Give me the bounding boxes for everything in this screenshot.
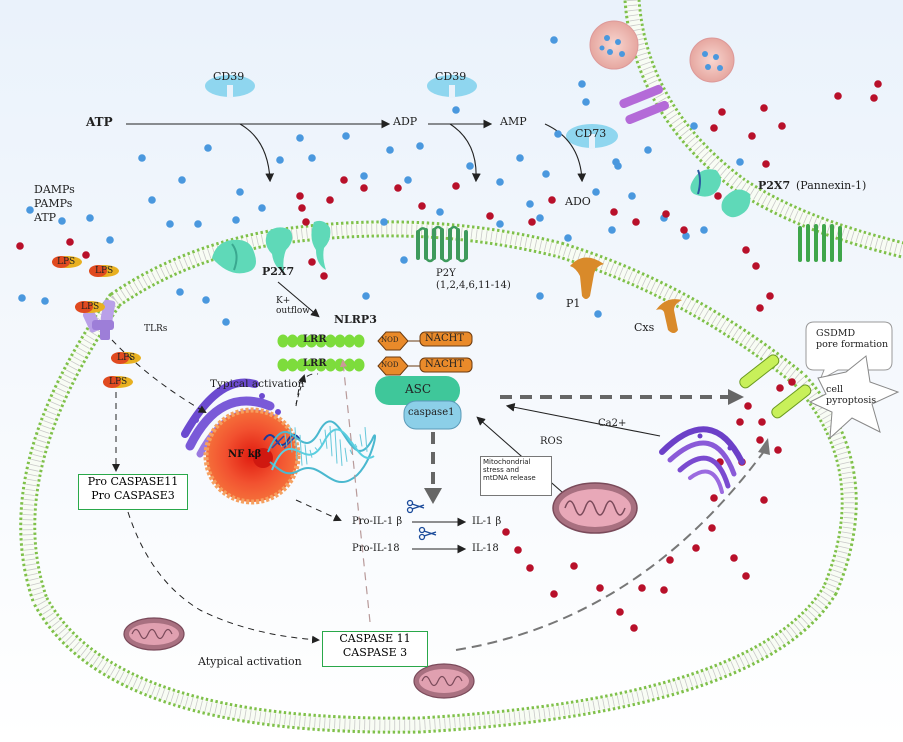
p2x7-label: P2X7: [262, 265, 295, 278]
feedback-arrows: [339, 359, 371, 623]
pro-il1b-label: Pro-IL-1 β: [352, 516, 403, 527]
ca2-label: Ca2+: [598, 418, 627, 429]
cd73-icon: [566, 124, 618, 149]
atypical-activation-label: Atypical activation: [198, 655, 302, 668]
mitochondrial-stress-label: Mitochondrial stress and mtDNA release: [480, 456, 552, 496]
pannexin-label: (Pannexin-1): [796, 179, 867, 192]
mitochondrion-icon: [413, 663, 475, 699]
vesicle-icon: [689, 37, 735, 83]
p2x7-receptor-icon: [690, 169, 751, 218]
nlrp3-label: NLRP3: [334, 313, 377, 326]
nfkb-label: NF kβ: [228, 449, 262, 460]
p1-receptor-icon: [570, 257, 604, 299]
scissors-icon: [406, 499, 425, 514]
damps-label: DAMPs: [34, 183, 75, 196]
pro-il18-label: Pro-IL-18: [352, 543, 400, 554]
p2y-receptor-right-icon: [798, 224, 842, 262]
atp-molecules: [18, 36, 744, 326]
mitochondrion-icon: [552, 482, 638, 534]
lps-label: LPS: [81, 302, 100, 312]
p2x7-receptor-icon: [212, 239, 256, 274]
gsdmd-label: GSDMD pore formation: [816, 328, 889, 350]
il18-label: IL-18: [472, 543, 499, 554]
nacht-label: NACHT: [425, 359, 465, 370]
dna-helix: [267, 420, 376, 483]
pro-caspase-box: Pro CASPASE11 Pro CASPASE3: [78, 474, 188, 510]
connexin-icon: [656, 299, 682, 333]
asc-label: ASC: [405, 382, 432, 396]
adp-label: ADP: [393, 115, 418, 128]
nacht-label: NACHT: [425, 333, 465, 344]
lps-label: LPS: [57, 257, 76, 267]
il1b-label: IL-1 β: [472, 516, 502, 527]
k-outflow-label: K+ outflow: [276, 296, 310, 317]
lrr-domain-icon: [277, 334, 365, 372]
p2x7-right-label: P2X7: [758, 179, 791, 192]
p2y-receptor-icon: [416, 225, 468, 263]
ros-label: ROS: [540, 436, 563, 447]
gsdmd-pore-icon: [739, 354, 812, 419]
pyroptosis-label: cell pyroptosis: [826, 384, 877, 406]
nod-label: NOD: [381, 361, 399, 369]
cd39-label: CD39: [213, 70, 245, 83]
caspase1-label: caspase1: [408, 407, 455, 418]
atp-label: ATP: [34, 211, 57, 224]
nod-label: NOD: [381, 336, 399, 344]
caspase1-shape: [403, 400, 462, 430]
nucleus-icon: [203, 407, 301, 505]
p1-label: P1: [566, 297, 581, 310]
p2x7-subunit-icon: [311, 220, 331, 270]
lrr-label: LRR: [303, 358, 327, 369]
vesicle-icon: [589, 20, 639, 70]
mitochondrion-icon: [123, 617, 185, 651]
lps-label: LPS: [95, 266, 114, 276]
caspase-box: CASPASE 11 CASPASE 3: [322, 631, 428, 667]
lps-label: LPS: [109, 377, 128, 387]
cd39-icon: [205, 75, 255, 98]
gsdmd-callout: [805, 321, 893, 382]
cd73-label: CD73: [575, 127, 607, 140]
amp-label: AMP: [500, 115, 527, 128]
er-icon: [659, 426, 745, 494]
asc-shape: [375, 376, 460, 405]
typical-activation-label: Typical activation: [210, 378, 305, 390]
scissors-icon: [418, 526, 437, 541]
atp-hydrolysis-arrows: [126, 119, 587, 183]
lps-molecules: [52, 256, 141, 388]
lps-label: LPS: [117, 353, 136, 363]
ado-label: ADO: [565, 195, 591, 208]
tlr-receptor-icon: [82, 299, 116, 340]
p2x7-subunit-icon: [265, 227, 293, 272]
atp-label: ATP: [86, 115, 113, 129]
nod-nacht-domains: [377, 331, 473, 376]
tlrs-label: TLRs: [144, 324, 168, 334]
lrr-label: LRR: [303, 334, 327, 345]
cd39-label: CD39: [435, 70, 467, 83]
p2y-label: P2Y (1,2,4,6,11-14): [436, 268, 511, 291]
pyroptosis-burst: [808, 355, 900, 440]
activation-arrows: [431, 395, 728, 490]
cxs-label: Cxs: [634, 321, 655, 334]
cd39-icon: [427, 75, 477, 98]
pamps-label: PAMPs: [34, 197, 73, 210]
pannexin-channel-icon: [619, 84, 669, 125]
